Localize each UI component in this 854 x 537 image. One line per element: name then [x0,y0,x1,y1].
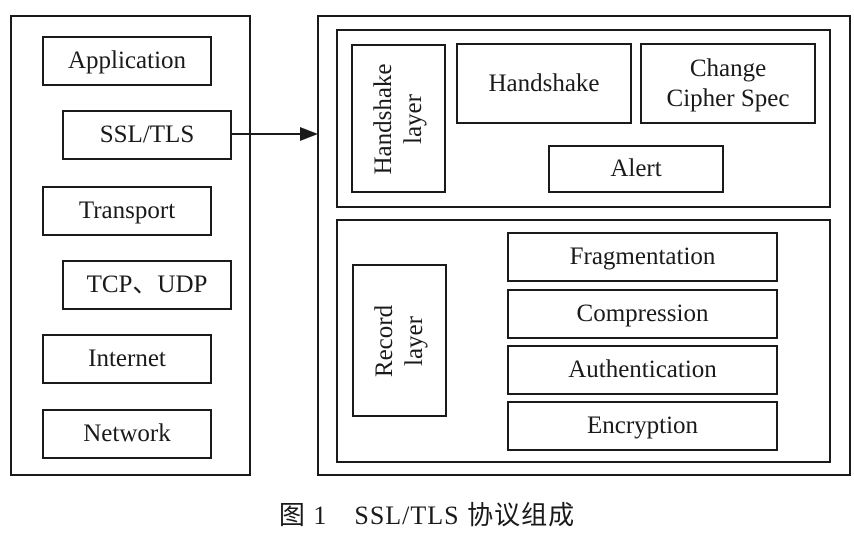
change-cipher-spec-line2: Cipher Spec [666,84,790,112]
application-layer-box: Application [42,36,212,86]
change-cipher-spec-line1: Change [689,54,767,82]
figure-caption: 图 1 SSL/TLS 协议组成 [278,501,576,530]
handshake-protocol-box: Handshake [456,43,632,124]
arrow-head [300,127,318,141]
tcp-udp-box: TCP、UDP [62,260,232,310]
alert-protocol-box: Alert [548,145,724,193]
ssl-tls-layer-box: SSL/TLS [62,110,232,160]
compression-box: Compression [507,289,778,339]
transport-layer-box: Transport [42,186,212,236]
change-cipher-spec-box: Change Cipher Spec [640,43,816,124]
internet-layer-box: Internet [42,334,212,384]
network-layer-box: Network [42,409,212,459]
encryption-box: Encryption [507,401,778,451]
protocol-stack-panel [10,15,251,476]
authentication-box: Authentication [507,345,778,395]
record-layer-label-box: Record layer [352,264,447,417]
handshake-layer-label-box: Handshake layer [351,44,446,193]
handshake-layer-label: Handshake layer [369,62,427,175]
fragmentation-box: Fragmentation [507,232,778,282]
record-layer-label: Record layer [370,304,428,377]
